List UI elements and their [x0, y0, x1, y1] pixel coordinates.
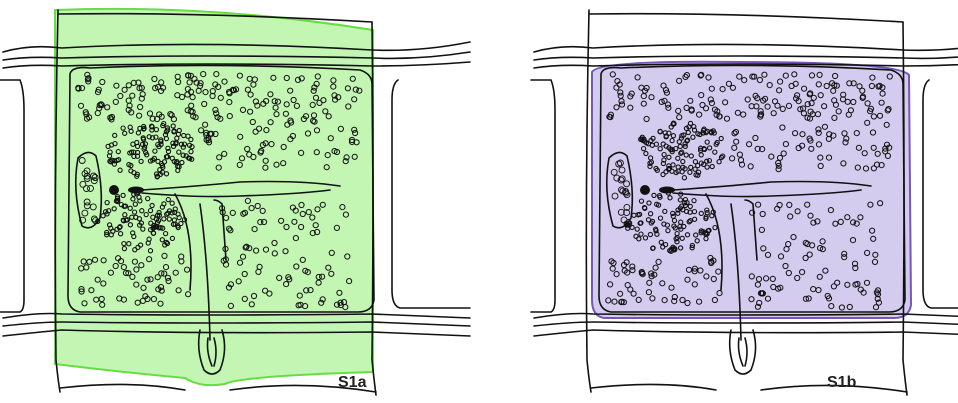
- cuticle-line: [534, 42, 958, 52]
- cuticle-line: [534, 322, 958, 326]
- panel-label: S1a: [338, 374, 366, 392]
- neighbor-segment: [531, 80, 555, 312]
- cuticle-line: [591, 384, 907, 392]
- genital-pore: [730, 330, 756, 374]
- cuticle-line: [534, 330, 958, 336]
- diagram-panel-s1a: S1a: [0, 0, 479, 403]
- panel-label: S1b: [827, 374, 856, 392]
- neighbor-segment: [923, 80, 958, 308]
- cuticle-line: [589, 14, 903, 22]
- diagram-panel-s1b: S1b: [479, 0, 958, 403]
- neighbor-segment: [0, 80, 24, 312]
- segment-drawing-s1a: [0, 0, 479, 403]
- segment-drawing-s1b: [479, 0, 958, 403]
- central-node: [109, 185, 119, 195]
- septum-line: [586, 10, 591, 392]
- neighbor-segment: [392, 80, 470, 308]
- central-node: [640, 185, 650, 195]
- cuticle-line: [534, 52, 958, 60]
- genital-pore: [739, 338, 748, 366]
